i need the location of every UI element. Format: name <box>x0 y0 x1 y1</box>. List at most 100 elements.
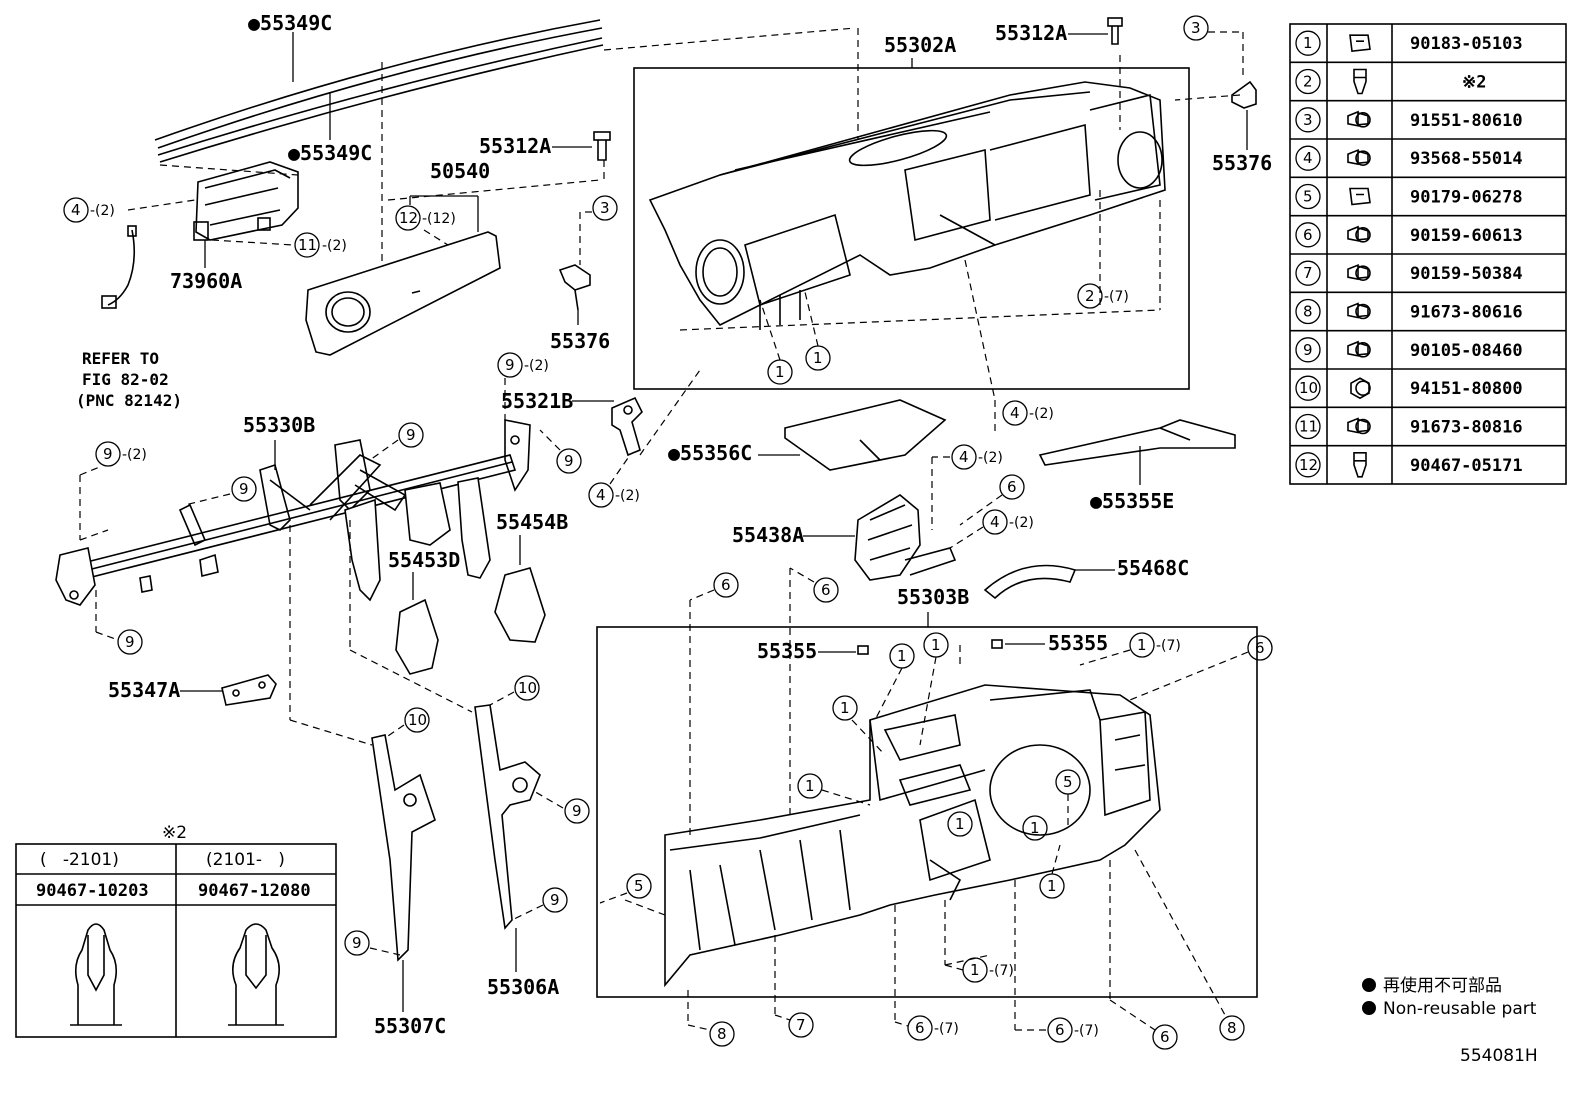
label-55468c: 55468C <box>1117 556 1189 580</box>
fastener-part-number: 91551-80610 <box>1410 111 1523 131</box>
clip-12080-drawing <box>228 923 284 1026</box>
svg-text:1: 1 <box>897 647 907 665</box>
silencer-55356c <box>784 399 947 471</box>
svg-text:1: 1 <box>840 699 850 717</box>
label-55376-left: 55376 <box>550 329 610 353</box>
bracket-55321b <box>611 396 643 457</box>
svg-text:9: 9 <box>564 452 574 470</box>
brace-55307c <box>371 734 436 962</box>
clip-10203-drawing <box>70 923 122 1026</box>
svg-text:1: 1 <box>1030 819 1040 837</box>
fastener-part-number: 94151-80800 <box>1410 379 1523 399</box>
note-col1-part: 90467-10203 <box>36 881 149 901</box>
note-col2-range: (2101- ) <box>206 850 285 870</box>
svg-text:5: 5 <box>1063 773 1073 791</box>
bracket-55347a <box>221 674 277 706</box>
clip-nut-icon <box>1349 187 1371 206</box>
svg-text:-(7): -(7) <box>989 963 1014 979</box>
fastener-number: 7 <box>1303 264 1313 282</box>
fastener-part-number: 93568-55014 <box>1410 149 1523 169</box>
svg-text:4: 4 <box>71 201 81 219</box>
svg-text:9: 9 <box>352 934 362 952</box>
svg-text:-(7): -(7) <box>934 1021 959 1037</box>
label-55454b: 55454B <box>496 510 568 534</box>
svg-text:-(7): -(7) <box>1074 1023 1099 1039</box>
label-55356c: ●55356C <box>668 441 752 465</box>
fastener-number-circle <box>1295 30 1321 56</box>
label-73960a: 73960A <box>170 269 242 293</box>
svg-text:4: 4 <box>959 448 969 466</box>
fastener-number-circle <box>1295 107 1321 133</box>
svg-text:4: 4 <box>596 486 606 504</box>
svg-text:1: 1 <box>970 961 980 979</box>
svg-text:10: 10 <box>408 711 427 729</box>
svg-text:12: 12 <box>399 209 418 227</box>
fastener-number-circle <box>1295 260 1321 286</box>
lower-instrument-panel <box>664 684 1161 988</box>
duct-55355e <box>1038 419 1236 466</box>
svg-text:-(12): -(12) <box>422 211 456 227</box>
fastener-part-number: 90467-05171 <box>1410 456 1523 476</box>
gasket-55468c <box>983 564 1077 600</box>
label-55349c-mid: ●55349C <box>288 141 372 165</box>
label-55303b: 55303B <box>897 585 969 609</box>
fastener-number-circle <box>1295 452 1321 478</box>
svg-text:6: 6 <box>721 576 731 594</box>
fastener-part-number: 91673-80616 <box>1410 303 1523 323</box>
clip-55355-left <box>857 645 869 655</box>
svg-text:-(7): -(7) <box>1156 638 1181 654</box>
fastener-number: 8 <box>1303 303 1313 321</box>
svg-text:-(2): -(2) <box>615 488 640 504</box>
brace-55306a <box>474 704 541 930</box>
svg-text:4: 4 <box>1010 404 1020 422</box>
label-55302a: 55302A <box>884 33 956 57</box>
fastener-number: 3 <box>1303 111 1313 129</box>
label-55349c-top: ●55349C <box>248 11 332 35</box>
non-reusable-dot-icon-en <box>1362 1001 1376 1015</box>
fastener-number-circle <box>1295 375 1321 401</box>
svg-text:1: 1 <box>1137 636 1147 654</box>
reinforcement-beam-55330b <box>55 419 531 606</box>
fastener-part-number: 90105-08460 <box>1410 341 1523 361</box>
lower-panel-subassembly-box <box>596 626 1258 998</box>
svg-text:9: 9 <box>550 891 560 909</box>
fastener-number: 1 <box>1303 34 1313 52</box>
svg-text:-(2): -(2) <box>524 358 549 374</box>
fastener-part-number: 90183-05103 <box>1410 34 1523 54</box>
svg-text:-(7): -(7) <box>1104 289 1129 305</box>
knee-airbag-module <box>193 161 299 241</box>
label-55355-left: 55355 <box>757 639 817 663</box>
svg-text:8: 8 <box>717 1025 727 1043</box>
fastener-number: 4 <box>1303 149 1313 167</box>
svg-text:6: 6 <box>1255 639 1265 657</box>
defroster-nozzle-strip <box>154 19 604 163</box>
flange-bolt-icon <box>1347 302 1371 320</box>
svg-text:7: 7 <box>796 1016 806 1034</box>
note-col1-range: ( -2101) <box>40 850 119 870</box>
nut-icon <box>1350 377 1371 400</box>
tapping-screw-icon <box>1347 148 1371 166</box>
svg-text:1: 1 <box>805 777 815 795</box>
fastener-number-circle <box>1295 337 1321 363</box>
label-55330b: 55330B <box>243 413 315 437</box>
label-55355e: ●55355E <box>1090 489 1174 513</box>
svg-text:6: 6 <box>1007 478 1017 496</box>
svg-text:11: 11 <box>298 236 317 254</box>
glove-compartment-door <box>305 231 501 356</box>
refer-note-line2: FIG 82-02 <box>82 370 169 389</box>
clip-55312a-mid <box>593 131 611 161</box>
fastener-number-circle <box>1295 298 1321 325</box>
push-clip-icon <box>1353 68 1367 95</box>
fastener-number-circle <box>1295 145 1321 171</box>
wire-harness <box>107 229 136 306</box>
fastener-part-number: 91673-80816 <box>1410 418 1523 438</box>
clip-nut-icon <box>1349 34 1371 53</box>
bolt-washer-icon <box>1347 263 1371 281</box>
bracket-55376-right <box>1231 80 1257 109</box>
svg-text:3: 3 <box>600 199 610 217</box>
non-reusable-dot-icon <box>1362 978 1376 992</box>
svg-text:9: 9 <box>103 445 113 463</box>
svg-text:2: 2 <box>1085 287 1095 305</box>
instrument-panel-pad <box>648 81 1166 330</box>
